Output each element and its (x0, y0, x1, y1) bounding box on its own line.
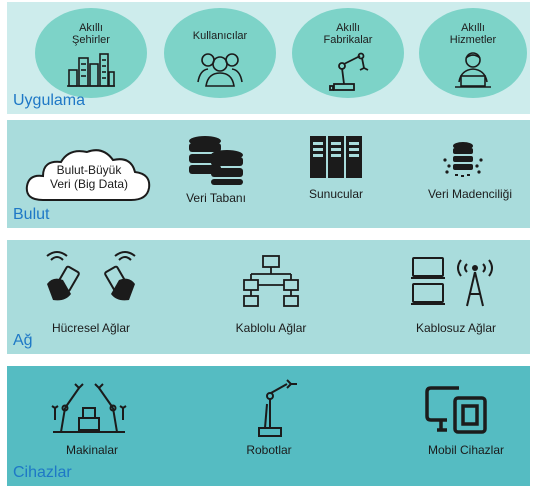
ag-item-label: Kablolu Ağlar (235, 321, 307, 335)
layer-ag: Hücresel Ağlar Kablolu Ağlar (7, 240, 530, 354)
app-item-line2: Şehirler (72, 34, 110, 46)
app-item-line2: Hizmetler (449, 34, 497, 46)
app-item-users: Kullanıcılar (164, 8, 276, 98)
app-item-smart-cities: Akıllı Şehirler (35, 8, 147, 98)
wired-network-icon (243, 255, 299, 307)
person-laptop-icon (455, 52, 491, 88)
database-icon (189, 136, 243, 185)
wireless-tower-icon (411, 257, 493, 307)
layer-title-bulut: Bulut (13, 206, 50, 223)
robot-arm-icon (329, 52, 369, 91)
cihaz-item-label: Makinalar (65, 443, 119, 457)
cloud-label-line1: Bulut-Büyük (56, 163, 122, 177)
app-item-line1: Akıllı (461, 22, 485, 34)
app-item-line1: Kullanıcılar (192, 30, 248, 42)
mobile-devices-icon (425, 386, 487, 434)
industrial-machines-icon (51, 383, 127, 433)
ag-item-label: Kablosuz Ağlar (415, 321, 497, 335)
layer-title-uygulama: Uygulama (13, 92, 86, 109)
bulut-item-label: Veri Madenciliği (427, 187, 513, 201)
bulut-item-label: Veri Tabanı (186, 191, 246, 205)
cihaz-item-label: Robotlar (246, 443, 292, 457)
app-item-smart-factories: Akıllı Fabrikalar (292, 8, 404, 98)
layer-title-cihazlar: Cihazlar (13, 464, 72, 481)
city-buildings-icon (67, 53, 115, 87)
cihaz-item-label: Mobil Cihazlar (427, 443, 505, 457)
app-item-smart-services: Akıllı Hizmetler (419, 8, 527, 98)
cellular-phones-icon (46, 251, 136, 301)
data-mining-icon (443, 142, 483, 177)
ag-item-label: Hücresel Ağlar (51, 321, 131, 335)
layer-title-ag: Ağ (13, 332, 33, 349)
cloud-icon (25, 149, 151, 201)
layer-uygulama: Akıllı Şehirler Kullanıcılar (7, 2, 530, 114)
users-group-icon (197, 53, 243, 87)
app-item-line2: Fabrikalar (323, 34, 373, 46)
layer-bulut: Bulut-Büyük Veri (Big Data) Veri Tabanı … (7, 120, 530, 228)
bulut-item-label: Sunucular (308, 187, 364, 201)
app-item-line1: Akıllı (79, 22, 103, 34)
servers-icon (310, 136, 362, 178)
layer-cihazlar: Makinalar Robotlar Mobil Cihazlar Cihazl… (7, 366, 530, 486)
app-item-line1: Akıllı (336, 22, 360, 34)
cloud-label-line2: Veri (Big Data) (49, 177, 129, 191)
robot-arm-icon (258, 379, 297, 437)
